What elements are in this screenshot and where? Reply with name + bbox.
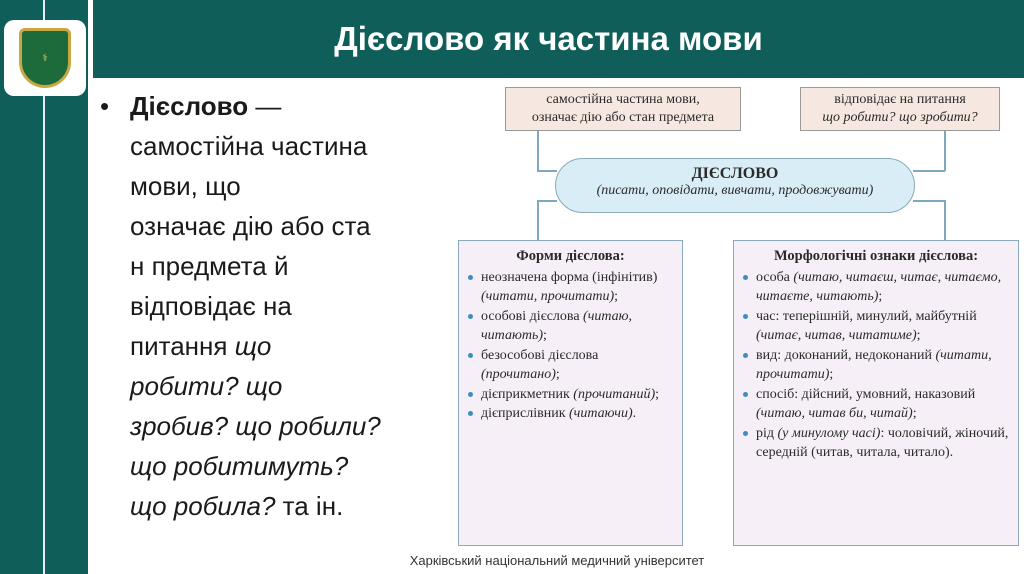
connector <box>537 200 539 240</box>
university-logo: ⚕ <box>4 20 86 96</box>
item-text: дієприслівник <box>481 406 569 421</box>
morph-box: Морфологічні ознаки дієслова: особа (чит… <box>733 240 1019 546</box>
question: що робитимуть? <box>130 451 349 481</box>
item-example: (у минулому часі) <box>777 425 881 441</box>
item-example: (читати, прочитати) <box>756 347 992 383</box>
line: мови, що <box>130 171 241 201</box>
question: зробив? що робили? <box>130 411 381 441</box>
item-example: (читаю, читаєш, читає, читаємо, читаєте,… <box>756 269 1002 305</box>
connector <box>537 200 557 202</box>
box-line: означає дію або стан предмета <box>531 110 715 125</box>
oval-title: ДІЄСЛОВО <box>691 165 779 182</box>
oval-examples: (писати, оповідати, вивчати, продовжуват… <box>596 183 874 198</box>
item-example: (читаючи) <box>569 406 633 421</box>
item-text: дієприкметник <box>481 386 574 402</box>
item-text: неозначена форма (інфінітив) <box>481 269 658 285</box>
item-end: . <box>632 406 637 421</box>
morph-heading: Морфологічні ознаки дієслова: <box>773 248 979 264</box>
question: що <box>234 331 272 361</box>
term: Дієслово <box>130 91 249 121</box>
connector <box>537 170 557 172</box>
list-item: спосіб: дійсний, умовний, наказовий (чит… <box>742 385 1010 424</box>
item-end: ; <box>912 406 917 421</box>
list-item: вид: доконаний, недоконаний (читати, про… <box>742 346 1010 385</box>
item-end: : чоловічий, жіночий, середній (читав, ч… <box>756 425 1009 461</box>
item-end: ; <box>555 367 560 382</box>
slide-title: Дієслово як частина мови <box>334 20 763 57</box>
list-item: час: теперішній, минулий, майбутній (чит… <box>742 307 1010 346</box>
line: відповідає на <box>130 291 292 321</box>
connector <box>944 131 946 171</box>
line: означає дію або ста <box>130 211 371 241</box>
list-item: особові дієслова (читаю, читають); <box>467 307 674 346</box>
list-item: безособові дієслова (прочитано); <box>467 346 674 385</box>
item-end: ; <box>829 367 834 382</box>
list-item: дієприкметник (прочитаний); <box>467 385 674 405</box>
forms-heading: Форми дієслова: <box>516 248 625 264</box>
line: самостійна частина <box>130 131 368 161</box>
forms-box: Форми дієслова: неозначена форма (інфіні… <box>458 240 683 546</box>
item-text: вид: доконаний, недоконаний <box>756 347 936 363</box>
item-end: ; <box>655 386 660 402</box>
bullet-dot-icon: • <box>100 91 110 121</box>
sidebar-divider <box>43 0 45 574</box>
item-end: ; <box>542 328 547 343</box>
connector <box>944 200 946 240</box>
connector <box>913 170 945 172</box>
line: та ін. <box>275 491 344 521</box>
line: н предмета й <box>130 251 289 281</box>
item-text: спосіб: дійсний, умовний, наказовий <box>756 386 976 402</box>
connector <box>537 131 539 171</box>
item-example: (читаю, читав би, читай) <box>756 406 913 421</box>
item-example: (читає, читав, читатиме) <box>756 328 917 343</box>
item-example: (читати, прочитати) <box>481 289 615 304</box>
item-end: ; <box>878 289 883 304</box>
shield-emblem-icon: ⚕ <box>19 28 71 88</box>
line: питання <box>130 331 235 361</box>
box-line: самостійна частина мови, <box>546 92 700 107</box>
item-text: безособові дієслова <box>481 347 599 363</box>
definition-box: самостійна частина мови, означає дію або… <box>505 87 741 131</box>
item-end: ; <box>614 289 618 304</box>
item-example: (читаю, читають) <box>481 308 633 344</box>
footer: Харківський національний медичний універ… <box>409 553 705 568</box>
item-text: час: теперішній, минулий, майбутній <box>756 308 977 324</box>
title-bar: Дієслово як частина мови <box>93 0 1024 78</box>
list-item: особа (читаю, читаєш, читає, читаємо, чи… <box>742 268 1010 307</box>
connector <box>913 200 945 202</box>
question-box: відповідає на питання що робити? що зроб… <box>800 87 1000 131</box>
item-text: особа <box>756 269 794 285</box>
question: робити? що <box>130 371 283 401</box>
bullet-text: • Дієслово — самостійна частина мови, що… <box>100 86 454 526</box>
box-line: що робити? що зробити? <box>822 110 978 125</box>
item-end: ; <box>916 328 921 343</box>
box-line: відповідає на питання <box>834 92 966 107</box>
dash: — <box>248 91 282 121</box>
list-item: дієприслівник (читаючи). <box>467 404 674 424</box>
list-item: рід (у минулому часі): чоловічий, жіночи… <box>742 424 1010 463</box>
item-text: рід <box>756 425 778 441</box>
verb-diagram: самостійна частина мови, означає дію або… <box>455 80 1024 550</box>
item-text: особові дієслова <box>481 308 584 324</box>
item-example: (прочитаний) <box>573 386 656 402</box>
question: що робила? <box>130 491 276 521</box>
verb-oval: ДІЄСЛОВО (писати, оповідати, вивчати, пр… <box>555 158 915 213</box>
list-item: неозначена форма (інфінітив) (читати, пр… <box>467 268 674 307</box>
item-example: (прочитано) <box>481 367 556 382</box>
